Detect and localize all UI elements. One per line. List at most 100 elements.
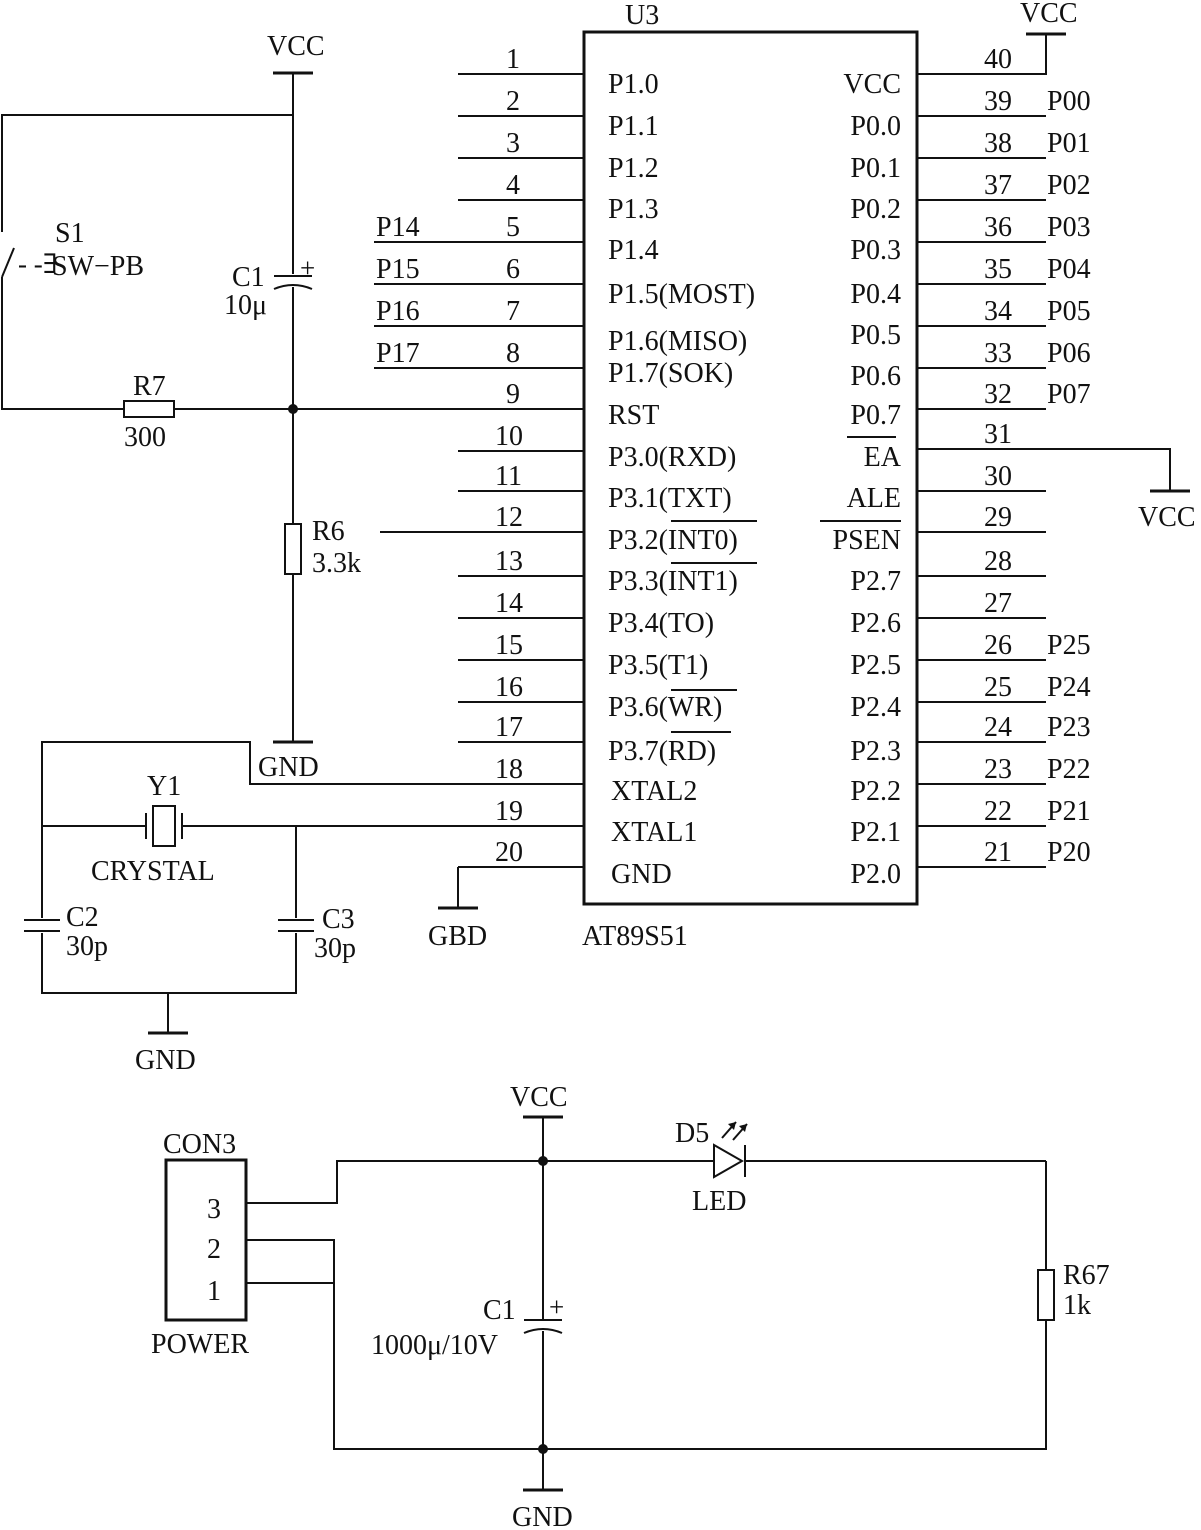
r67-ref: R67 [1063,1260,1110,1291]
mcu-pin-2: 2P1.1 [458,86,659,142]
pin-number: 27 [984,588,1012,619]
pin-name: VCC [843,69,901,100]
r6-ref: R6 [312,516,345,547]
net-label: P24 [1047,672,1091,703]
crystal-circuit: C2 30p C3 30p Y1 CRYSTAL GND [24,741,458,1076]
pin-number: 15 [495,630,523,661]
mcu-pin-7: 7P1.6(MISO)P16 [374,296,747,357]
mcu-pin-4: 4P1.3 [458,170,659,225]
pin-name: P1.1 [608,111,659,142]
pin-name: PSEN [833,525,901,556]
pin-name: ALE [847,483,901,514]
pin-number: 7 [506,296,520,327]
pin-name: P1.3 [608,194,659,225]
pin-number: 21 [984,837,1012,868]
pin-number: 13 [495,546,523,577]
net-label: P23 [1047,712,1091,743]
c2-value: 30p [66,931,108,962]
net-label: P05 [1047,296,1091,327]
pin-number: 29 [984,502,1012,533]
net-label: P04 [1047,254,1091,285]
c1-ref: C1 [232,262,265,293]
d5-arrows [721,1121,748,1141]
pin-name: P1.4 [608,235,659,266]
net-label: P06 [1047,338,1091,369]
pin-name: XTAL2 [611,776,697,807]
pin-number: 20 [495,837,523,868]
pin-name: P3.2(INT0) [608,525,738,556]
pin-number: 28 [984,546,1012,577]
pin-name: P2.0 [850,859,901,890]
pin-number: 39 [984,86,1012,117]
c1-value: 10μ [224,290,267,321]
pin-number: 10 [495,421,523,452]
pin-name: P2.5 [850,650,901,681]
pin-number: 16 [495,672,523,703]
pin-number: 11 [495,461,522,492]
pin-name: P2.6 [850,608,901,639]
con3-pin3: 3 [207,1194,221,1225]
net-label: P20 [1047,837,1091,868]
pin-name: P2.2 [850,776,901,807]
d5-ref: D5 [675,1118,709,1149]
pin-name: P3.3(INT1) [608,566,738,597]
pin-name: P1.2 [608,153,659,184]
pin-name: P0.5 [850,320,901,351]
gnd-pin20-label: GBD [428,921,487,952]
r7-body [123,400,175,418]
con3-name: POWER [151,1329,249,1360]
pin-name: P3.7(RD) [608,736,716,767]
net-label: P02 [1047,170,1091,201]
c1b-ref: C1 [483,1295,516,1326]
con3-pin2: 2 [207,1234,221,1265]
d5-triangle [713,1143,745,1179]
pin-number: 5 [506,212,520,243]
pin-name: P1.5(MOST) [608,279,755,310]
pin-name: P0.6 [850,361,901,392]
s1-symbol: - -∃ [18,249,57,279]
pin-name: P3.4(TO) [608,608,714,639]
pin-number: 31 [984,419,1012,450]
net-label: P07 [1047,379,1091,410]
pin-name: GND [611,859,672,890]
pin-name: P0.4 [850,279,901,310]
pin-name: P1.6(MISO) [608,326,747,357]
pin-name: RST [608,400,659,431]
c3-value: 30p [314,933,356,964]
pin-number: 1 [506,44,520,75]
pin-number: 6 [506,254,520,285]
c1b-value: 1000μ/10V [371,1330,498,1361]
pin-number: 18 [495,754,523,785]
vcc-ea-label: VCC [1138,502,1196,533]
s1-ref: S1 [55,218,85,249]
pin-name: P0.1 [850,153,901,184]
pin-name: P1.7(SOK) [608,358,733,389]
gnd-crystal-label: GND [135,1045,196,1076]
vcc-reset-label: VCC [267,31,325,62]
con3-body [164,1158,248,1322]
net-label: P21 [1047,796,1091,827]
pin-name: P3.1(TXT) [608,483,732,514]
net-label: P15 [376,254,420,285]
c1-plus: + [300,253,315,283]
mcu-right-pins: 40VCC39P0.0P0038P0.1P0137P0.2P0236P0.3P0… [833,44,1091,890]
net-label: P03 [1047,212,1091,243]
pin-name: P0.3 [850,235,901,266]
pin-name: P2.7 [850,566,901,597]
